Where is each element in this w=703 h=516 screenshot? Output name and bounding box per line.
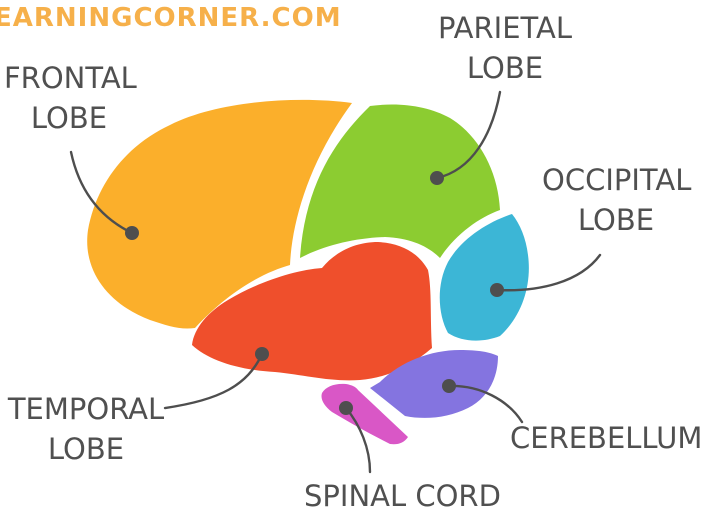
temporal-lobe-label: TEMPORAL LOBE	[6, 389, 166, 469]
spinal-cord-dot	[339, 401, 353, 415]
frontal-lobe-label: FRONTAL LOBE	[4, 58, 134, 138]
cerebellum-dot	[442, 379, 456, 393]
brand-logo-text: EARNINGCORNER.COM	[0, 3, 342, 33]
temporal-lobe-label-line1: TEMPORAL	[6, 389, 166, 429]
parietal-lobe-label: PARIETAL LOBE	[435, 8, 575, 88]
parietal-lobe-label-line1: PARIETAL	[435, 8, 575, 48]
parietal-dot	[430, 171, 444, 185]
spinal-cord-label: SPINAL CORD	[304, 476, 500, 516]
parietal-lobe-label-line2: LOBE	[435, 48, 575, 88]
temporal-lobe-label-line2: LOBE	[6, 429, 166, 469]
frontal-lobe-label-line1: FRONTAL	[4, 58, 134, 98]
occipital-dot	[490, 283, 504, 297]
spinal-cord-label-line1: SPINAL CORD	[304, 476, 500, 516]
frontal-dot	[125, 226, 139, 240]
occipital-lobe-label-line2: LOBE	[542, 200, 690, 240]
frontal-lobe-label-line2: LOBE	[4, 98, 134, 138]
occipital-lobe-label: OCCIPITAL LOBE	[542, 160, 690, 240]
occipital-lobe-label-line1: OCCIPITAL	[542, 160, 690, 200]
cerebellum-label-line1: CEREBELLUM	[510, 418, 700, 458]
cerebellum-label: CEREBELLUM	[510, 418, 700, 458]
temporal-dot	[255, 347, 269, 361]
